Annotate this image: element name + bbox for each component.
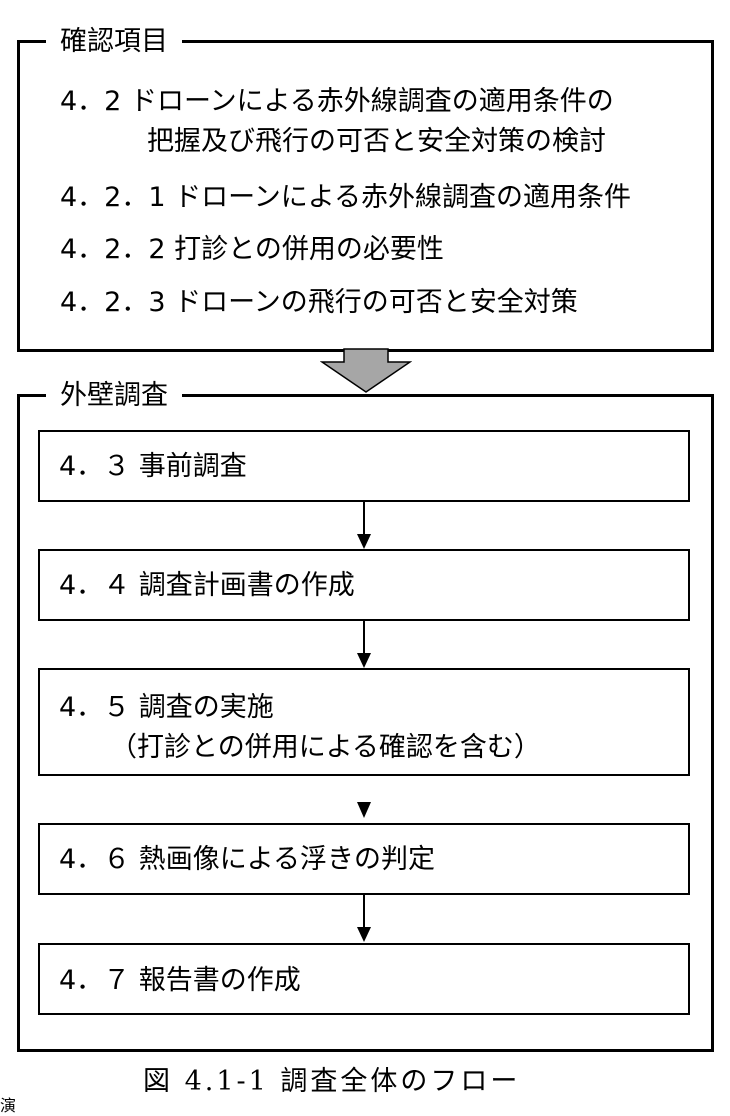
confirm-item-4-2-2: 4．2．2 打診との併用の必要性 xyxy=(60,234,444,265)
section-down-arrow-shape xyxy=(320,348,412,393)
section-down-arrow-icon xyxy=(320,348,412,393)
flow-arrow-1-icon xyxy=(357,502,371,549)
figure-caption: 図 4.1-1 調査全体のフロー xyxy=(143,1066,521,1097)
confirm-item-4-2-3: 4．2．3 ドローンの飛行の可否と安全対策 xyxy=(60,287,578,318)
step-box-4-4 xyxy=(38,549,690,621)
flow-arrow-3-icon xyxy=(357,802,371,818)
confirmation-items-title: 確認項目 xyxy=(46,24,182,60)
step-label-4-5-line2: （打診との併用による確認を含む） xyxy=(110,732,541,763)
step-box-4-3 xyxy=(38,430,690,502)
step-label-4-7: 4．７ 報告書の作成 xyxy=(59,965,301,996)
step-box-4-6 xyxy=(38,823,690,895)
step-box-4-5 xyxy=(38,668,690,776)
confirm-item-4-2-line2: 把握及び飛行の可否と安全対策の検討 xyxy=(147,126,606,157)
confirm-item-4-2-line1: 4．2 ドローンによる赤外線調査の適用条件の xyxy=(60,86,614,117)
exterior-wall-survey-title: 外壁調査 xyxy=(46,378,182,414)
corner-text-fragment: 演 xyxy=(0,1096,17,1115)
step-label-4-6: 4．６ 熱画像による浮きの判定 xyxy=(59,844,435,875)
confirm-item-4-2-1: 4．2．1 ドローンによる赤外線調査の適用条件 xyxy=(60,182,631,213)
flow-arrow-2-icon xyxy=(357,621,371,668)
step-label-4-4: 4．４ 調査計画書の作成 xyxy=(59,570,355,601)
step-label-4-5-line1: 4．５ 調査の実施 xyxy=(59,692,274,723)
step-box-4-7 xyxy=(38,943,690,1015)
step-label-4-3: 4．３ 事前調査 xyxy=(59,451,247,482)
flow-arrow-4-icon xyxy=(357,895,371,942)
exterior-wall-survey-frame xyxy=(17,394,714,1052)
